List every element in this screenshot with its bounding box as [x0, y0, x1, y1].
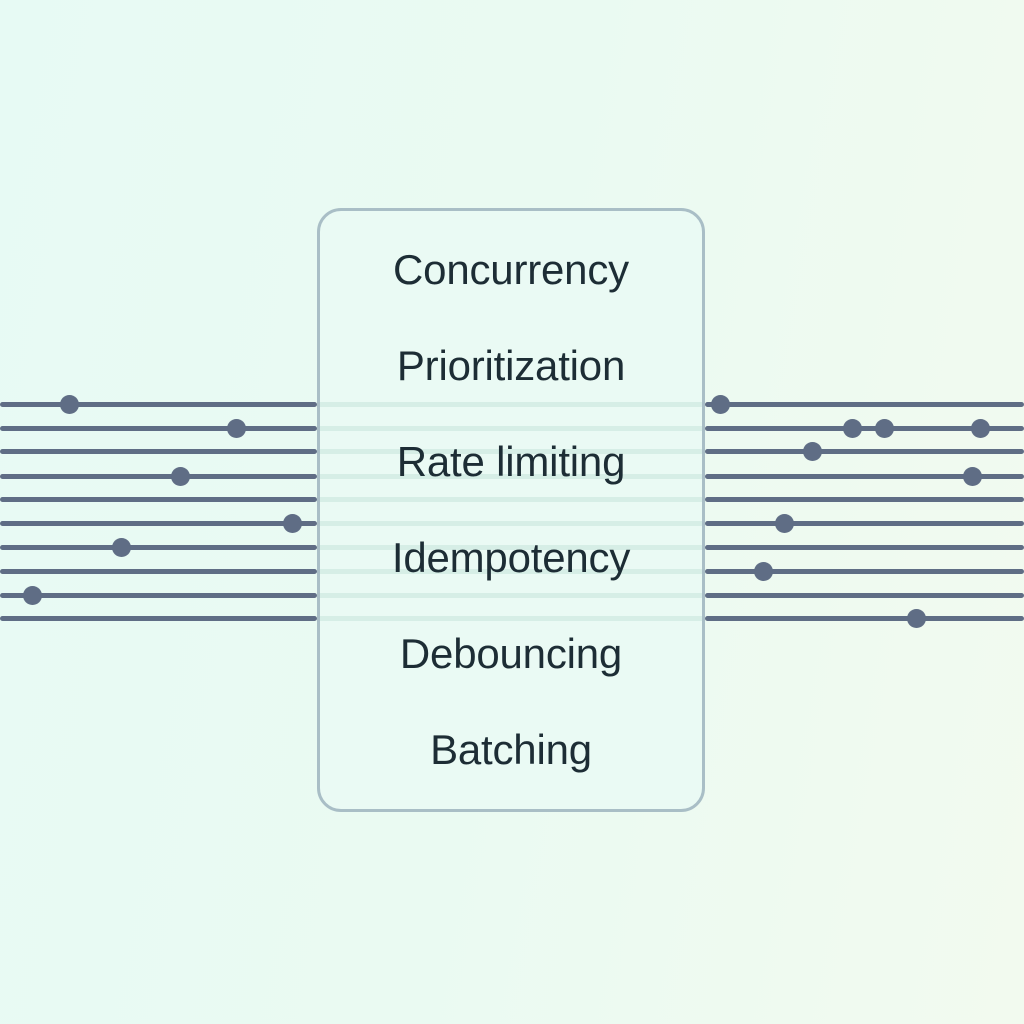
concept-item-label: Debouncing — [399, 630, 623, 677]
signal-dot-right — [842, 418, 862, 438]
signal-dot-right — [774, 513, 794, 533]
concept-item-label: Rate limiting — [396, 438, 626, 485]
signal-rail-right — [705, 615, 1024, 621]
signal-rail-left — [0, 520, 317, 526]
signal-rail-right — [705, 448, 1024, 454]
signal-rail-left — [0, 568, 317, 574]
signal-rail-right — [705, 544, 1024, 550]
signal-rail-left — [0, 448, 317, 454]
signal-dot-left — [22, 585, 42, 605]
signal-dot-left — [170, 466, 190, 486]
signal-dot-right — [962, 466, 982, 486]
signal-dot-left — [282, 513, 302, 533]
signal-dot-left — [226, 418, 246, 438]
concept-item[interactable]: Debouncing — [320, 606, 702, 702]
signal-rail-right — [705, 592, 1024, 598]
signal-rail-right — [705, 568, 1024, 574]
signal-rail-right — [705, 520, 1024, 526]
concept-item-label: Prioritization — [396, 342, 626, 389]
signal-dot-right — [874, 418, 894, 438]
signal-rail-left — [0, 544, 317, 550]
concept-item-label: Batching — [430, 726, 592, 773]
signal-dot-right — [970, 418, 990, 438]
signal-rail-left — [0, 592, 317, 598]
signal-dot-left — [111, 537, 131, 557]
signal-rail-left — [0, 473, 317, 479]
signal-rail-right — [705, 401, 1024, 407]
concept-item[interactable]: Concurrency — [320, 222, 702, 318]
concept-item[interactable]: Idempotency — [320, 510, 702, 606]
signal-rail-left — [0, 496, 317, 502]
signal-rail-left — [0, 615, 317, 621]
concept-item[interactable]: Prioritization — [320, 318, 702, 414]
signal-rail-left — [0, 425, 317, 431]
concept-item-label: Concurrency — [393, 246, 629, 293]
signal-dot-right — [753, 561, 773, 581]
signal-rail-right — [705, 425, 1024, 431]
signal-rail-left — [0, 401, 317, 407]
signal-dot-right — [710, 394, 730, 414]
signal-rail-right — [705, 473, 1024, 479]
concept-item[interactable]: Rate limiting — [320, 414, 702, 510]
concept-item[interactable]: Batching — [320, 702, 702, 798]
signal-dot-right — [906, 608, 926, 628]
signal-dot-left — [59, 394, 79, 414]
signal-rail-right — [705, 496, 1024, 502]
signal-dot-right — [802, 441, 822, 461]
concept-item-label: Idempotency — [391, 534, 631, 581]
